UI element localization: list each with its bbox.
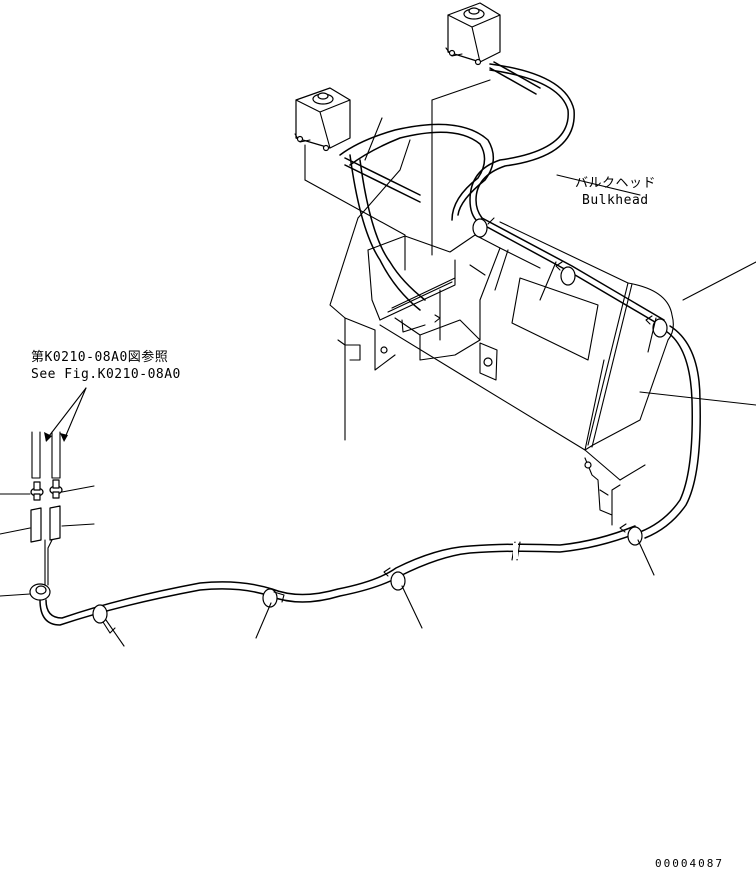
hose-clamps (92, 217, 668, 634)
reference-label-en: See Fig.K0210-08A0 (31, 367, 181, 382)
clamp (262, 588, 285, 608)
leader-lines (0, 117, 756, 647)
clamp (383, 567, 406, 591)
drawing-number: 00004087 (655, 857, 724, 870)
clamp (555, 261, 576, 286)
cab-structure (329, 139, 674, 526)
reference-label-jp: 第K0210-08A0図参照 (31, 350, 169, 365)
connector-parts (29, 431, 63, 601)
clamp (472, 217, 495, 238)
washer-tank-right (445, 2, 501, 66)
bulkhead-label-en: Bulkhead (582, 193, 649, 208)
hose-lower (39, 525, 641, 626)
washer-tank-left (294, 87, 351, 152)
hose-upper (304, 61, 701, 539)
clamp (645, 315, 668, 338)
bulkhead-label-jp: バルクヘッド (575, 176, 657, 191)
